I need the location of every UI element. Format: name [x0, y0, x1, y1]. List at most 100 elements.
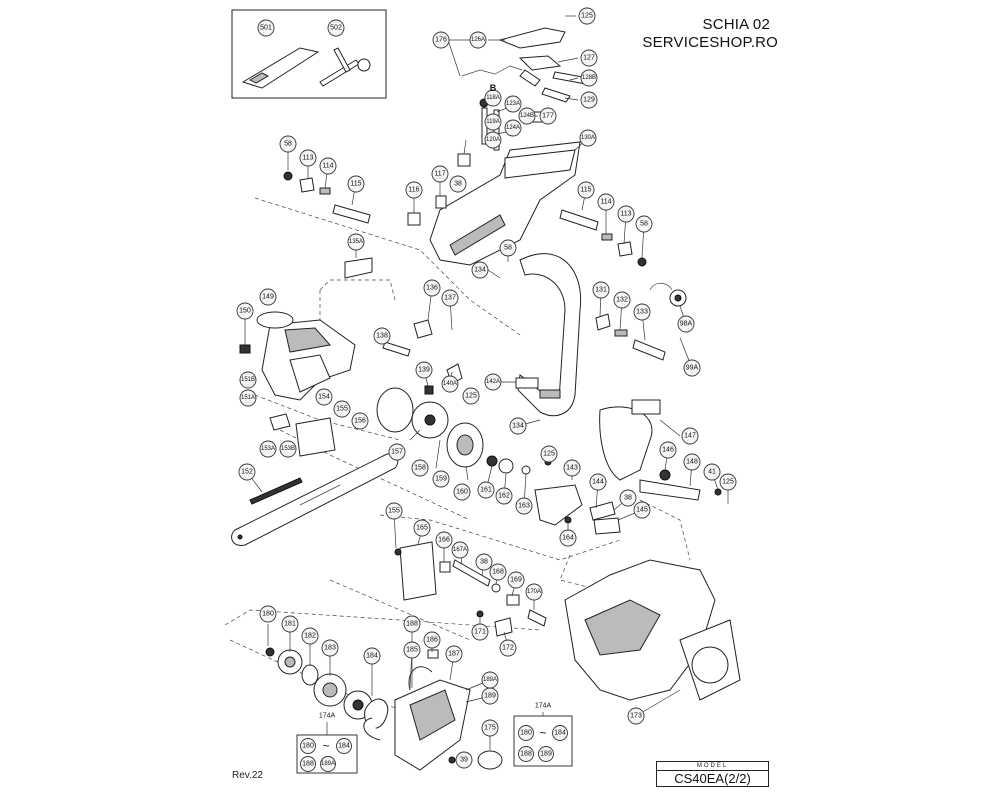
callout-41: 41: [703, 463, 721, 481]
callout-134: 134: [509, 417, 527, 435]
callout-39: 39: [455, 751, 473, 769]
clutch-cover: [239, 311, 356, 401]
svg-text:184: 184: [554, 730, 566, 737]
callout-161: 161: [477, 481, 495, 499]
group-item-188: 188: [518, 746, 534, 762]
callout-164: 164: [559, 529, 577, 547]
svg-text:185: 185: [406, 647, 418, 654]
callout-146: 146: [659, 441, 677, 459]
callout-38: 38: [619, 489, 637, 507]
callout-168: 168: [489, 563, 507, 581]
callout-143: 143: [563, 459, 581, 477]
model-label: MODEL: [657, 762, 768, 771]
svg-text:133: 133: [636, 309, 648, 316]
callout-188: 188: [403, 615, 421, 633]
callout-128B: 128B: [580, 69, 598, 87]
svg-text:176: 176: [435, 37, 447, 44]
callout-502: 502: [327, 19, 345, 37]
svg-text:151B: 151B: [241, 377, 255, 383]
callout-184: 184: [363, 647, 381, 665]
callout-176: 176: [432, 31, 450, 49]
svg-text:126A: 126A: [471, 37, 485, 43]
svg-text:125: 125: [722, 479, 734, 486]
brake-parts: [344, 257, 463, 433]
callout-126A: 126A: [469, 31, 487, 49]
svg-text:181: 181: [284, 621, 296, 628]
callout-152: 152: [238, 463, 256, 481]
svg-text:131: 131: [595, 287, 607, 294]
svg-text:183: 183: [324, 645, 336, 652]
callout-172: 172: [499, 639, 517, 657]
svg-text:114: 114: [600, 199, 611, 206]
callout-145: 145: [633, 501, 651, 519]
callout-166: 166: [435, 531, 453, 549]
svg-text:B: B: [490, 83, 497, 93]
rear-handle-housing: [429, 141, 581, 266]
callout-173: 173: [627, 707, 645, 725]
callout-181: 181: [281, 615, 299, 633]
svg-text:173: 173: [630, 713, 642, 720]
callout-120A: 120A: [484, 131, 502, 149]
svg-text:150: 150: [239, 308, 251, 315]
svg-text:113: 113: [620, 211, 631, 218]
svg-text:189A: 189A: [321, 761, 335, 767]
callout-159: 159: [432, 470, 450, 488]
group-item-180: 180: [518, 725, 534, 741]
svg-text:142A: 142A: [486, 379, 500, 385]
svg-text:156: 156: [354, 418, 366, 425]
saw-chain: [249, 477, 303, 505]
callout-125: 125: [719, 473, 737, 491]
callout-98A: 98A: [677, 315, 695, 333]
callout-151A: 151A: [239, 389, 257, 407]
callout-140A: 140A: [441, 375, 459, 393]
group-right-title: 174A: [535, 703, 552, 710]
revision-label: Rev.22: [232, 770, 263, 781]
callout-158: 158: [411, 459, 429, 477]
svg-text:146: 146: [662, 447, 674, 454]
range-symbol: ~: [539, 726, 546, 740]
svg-text:125: 125: [465, 393, 477, 400]
callout-189A: 189A: [481, 671, 499, 689]
callout-118A: 118A: [484, 89, 502, 107]
chain-brake-guard: [599, 399, 722, 501]
sprocket-clutch: [411, 401, 531, 475]
callout-129: 129: [580, 91, 598, 109]
starter-housing: [394, 649, 503, 771]
svg-text:114: 114: [322, 163, 333, 170]
callout-189: 189: [481, 687, 499, 705]
callout-139: 139: [415, 361, 433, 379]
callout-150: 150: [236, 302, 254, 320]
svg-text:153A: 153A: [261, 446, 275, 452]
svg-text:180: 180: [520, 730, 532, 737]
callout-148: 148: [683, 453, 701, 471]
callout-117: 117: [431, 165, 449, 183]
callout-135A: 135A: [347, 233, 365, 251]
callout-125: 125: [540, 445, 558, 463]
svg-text:172: 172: [502, 645, 514, 652]
callout-151B: 151B: [239, 371, 257, 389]
callout-180: 180: [259, 605, 277, 623]
svg-text:58: 58: [284, 141, 292, 148]
svg-text:184: 184: [366, 653, 378, 660]
svg-text:117: 117: [434, 171, 445, 178]
callout-155: 155: [385, 502, 403, 520]
svg-text:144: 144: [592, 479, 604, 486]
top-handle-parts: [457, 27, 589, 167]
callout-187: 187: [445, 645, 463, 663]
svg-text:39: 39: [460, 757, 468, 764]
svg-text:162: 162: [498, 493, 510, 500]
callout-125: 125: [462, 387, 480, 405]
callout-170A: 170A: [525, 583, 543, 601]
callout-38: 38: [475, 553, 493, 571]
svg-text:99A: 99A: [686, 365, 699, 372]
callout-501: 501: [257, 19, 275, 37]
callout-38: 38: [449, 175, 467, 193]
callout-169: 169: [507, 571, 525, 589]
group-item-184: 184: [336, 738, 352, 754]
callout-132: 132: [613, 291, 631, 309]
svg-text:135A: 135A: [349, 239, 363, 245]
callout-155: 155: [333, 400, 351, 418]
